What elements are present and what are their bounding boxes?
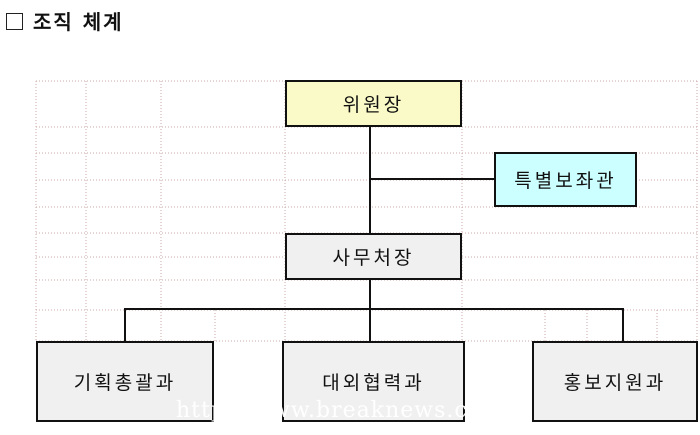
node-division-pr: 홍보지원과	[532, 341, 698, 422]
node-special-advisor: 특별보좌관	[494, 152, 637, 207]
node-label: 대외협력과	[322, 372, 425, 394]
node-label: 기획총괄과	[73, 372, 177, 394]
node-label: 사무처장	[332, 247, 415, 269]
node-label: 홍보지원과	[563, 372, 667, 394]
connector-lines	[124, 126, 624, 341]
watermark: http://www.breaknews.com	[176, 398, 504, 423]
node-label: 위원장	[342, 94, 405, 116]
node-division-planning: 기획총괄과	[36, 341, 214, 422]
node-chairman: 위원장	[285, 80, 462, 127]
square-outline-icon	[6, 13, 23, 30]
title-text: 조직 체계	[33, 10, 124, 34]
node-division-external: 대외협력과	[282, 341, 465, 422]
page-title: 조직 체계	[6, 6, 124, 35]
node-secretary-general: 사무처장	[285, 233, 462, 280]
node-label: 특별보좌관	[514, 170, 617, 192]
